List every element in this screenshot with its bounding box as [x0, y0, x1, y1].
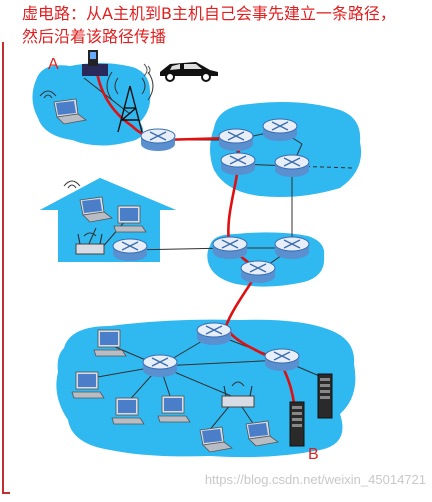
router-isp-3 [220, 152, 256, 176]
left-border [2, 42, 4, 494]
router-institution-3 [264, 348, 300, 372]
router-isp-1 [218, 128, 254, 152]
server-b-icon [289, 401, 305, 447]
caption-line-1: 虚电路：从A主机到B主机自己会事先建立一条路径， [22, 4, 396, 23]
watermark: https://blog.csdn.net/weixin_45014721 [204, 472, 426, 487]
router-institution-1 [196, 322, 232, 346]
router-home [112, 238, 148, 262]
server-icon [317, 373, 333, 419]
wifi-signal-icon [39, 90, 57, 99]
home-wifi-router-icon [75, 232, 105, 255]
label-host-b: B [308, 446, 319, 463]
host-a-phone-icon [82, 50, 108, 76]
label-host-a: A [48, 56, 59, 73]
router-access [140, 128, 176, 152]
diagram-caption: 虚电路：从A主机到B主机自己会事先建立一条路径， 然后沿着该路径传播 [22, 2, 422, 48]
router-isp-2 [262, 118, 298, 142]
home-network-shape [40, 178, 176, 210]
bottom-border [2, 492, 10, 494]
cell-tower-icon [106, 71, 154, 133]
home-wifi-signal-icon [63, 180, 81, 189]
router-regional-2 [274, 236, 310, 260]
caption-line-2: 然后沿着该路径传播 [22, 27, 167, 46]
router-institution-2 [142, 354, 178, 378]
router-isp-4 [274, 154, 310, 178]
router-regional-3 [240, 260, 276, 284]
router-regional-1 [212, 236, 248, 260]
institution-wifi-router-icon [221, 381, 255, 408]
car-icon [143, 62, 218, 82]
mobile-network-cloud [32, 63, 151, 146]
